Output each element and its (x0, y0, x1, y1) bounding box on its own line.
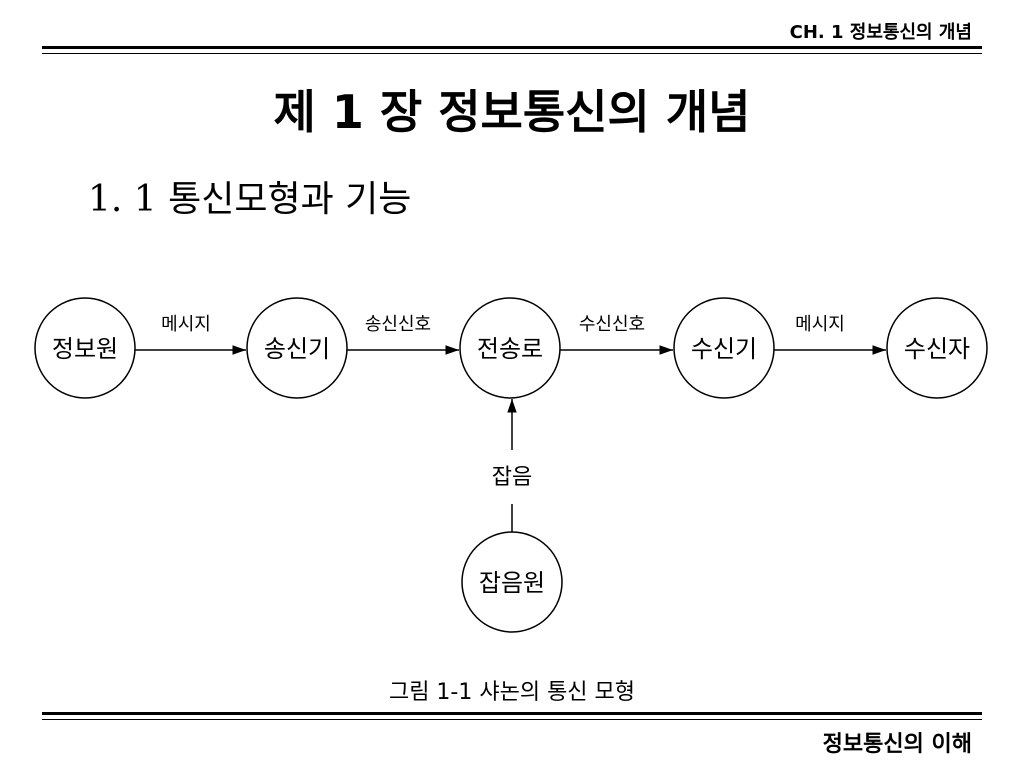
edge-label-receive-signal: 수신신호 (579, 314, 645, 335)
slide-title: 제 1 장 정보통신의 개념 (273, 85, 751, 139)
node-destination-label: 수신자 (904, 335, 970, 363)
node-transmitter: 송신기 (246, 297, 348, 399)
node-transmitter-label: 송신기 (264, 335, 330, 363)
header-rule-thin (42, 53, 982, 54)
edge-label-transmit-signal: 송신신호 (365, 314, 431, 335)
footer-rule-thin (42, 719, 982, 720)
node-receiver-label: 수신기 (691, 335, 757, 363)
chapter-label: CH. 1 정보통신의 개념 (789, 22, 972, 43)
edge-label-message-in: 메시지 (161, 314, 211, 335)
edge-label-noise: 잡음 (492, 465, 532, 490)
node-destination: 수신자 (886, 297, 988, 399)
node-noise-source: 잡음원 (461, 531, 563, 633)
figure-caption: 그림 1-1 샤논의 통신 모형 (388, 680, 636, 705)
node-source-label: 정보원 (52, 335, 118, 363)
footer-label: 정보통신의 이해 (822, 732, 972, 757)
edge-label-message-out: 메시지 (795, 314, 845, 335)
section-heading: 1. 1 통신모형과 기능 (88, 179, 412, 220)
node-channel-label: 전송로 (477, 335, 543, 363)
node-channel: 전송로 (459, 297, 561, 399)
footer-rule-thick (42, 712, 982, 715)
node-source: 정보원 (34, 297, 136, 399)
header-rule-thick (42, 46, 982, 49)
node-receiver: 수신기 (673, 297, 775, 399)
node-noise-source-label: 잡음원 (479, 569, 545, 597)
